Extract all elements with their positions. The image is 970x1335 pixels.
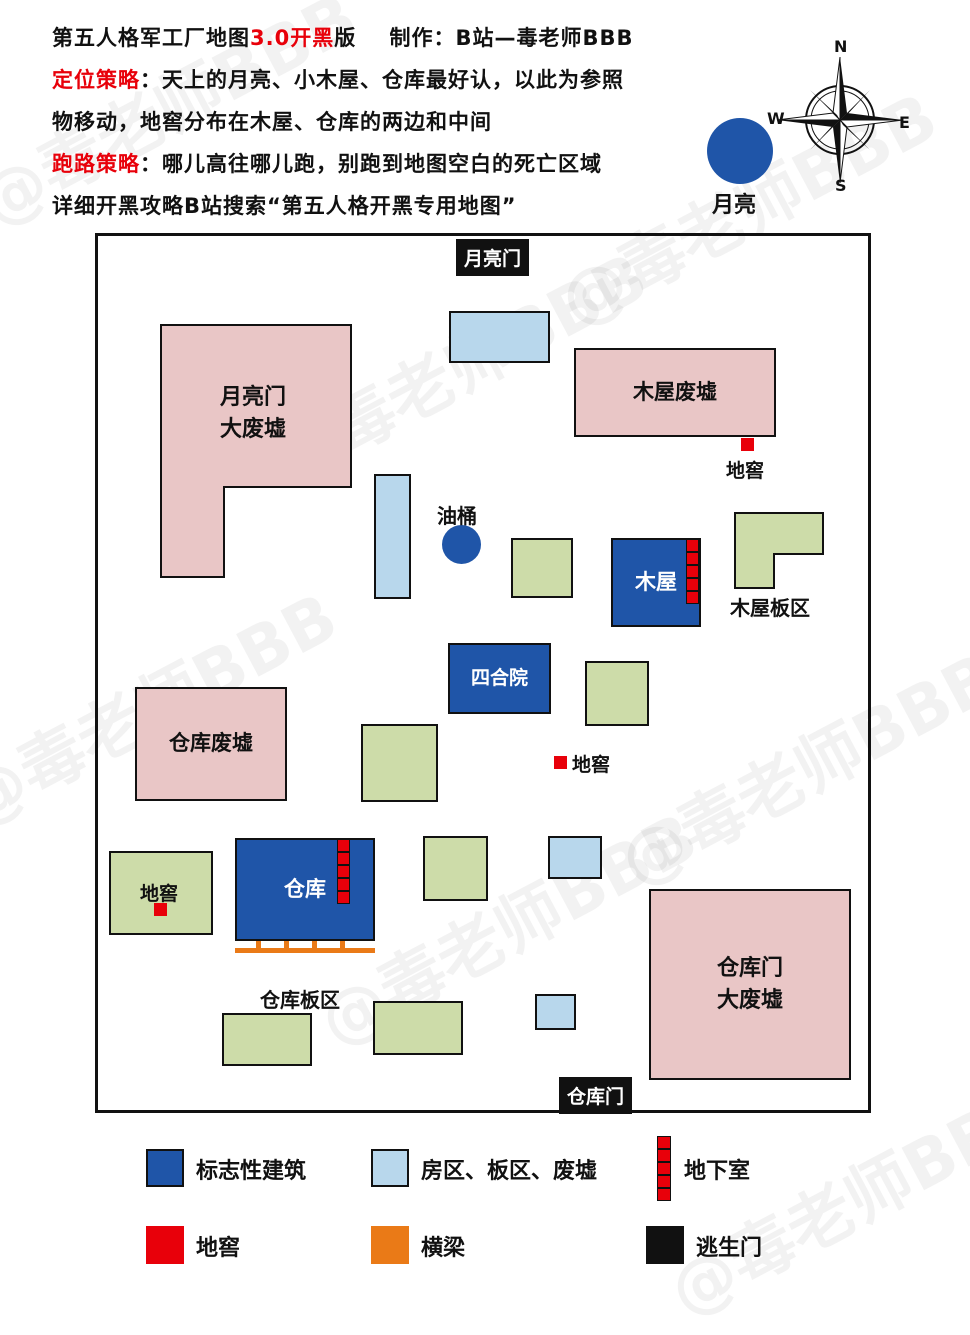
- moon-gate-ruins-shape: [160, 324, 352, 578]
- legend-beam-label: 横梁: [421, 1236, 466, 1261]
- zone-green-west: [109, 851, 213, 935]
- legend-landmark-label: 标志性建筑: [196, 1159, 307, 1184]
- legend-swatch-landmark: [146, 1149, 184, 1187]
- zone-tall-left: [374, 474, 411, 599]
- oil-drum-marker: [442, 525, 481, 564]
- cellar-north-label: 地窖: [726, 460, 765, 482]
- header-line-2: 定位策略：天上的月亮、小木屋、仓库最好认，以此为参照: [52, 64, 624, 94]
- zone-green-south-center: [423, 836, 488, 901]
- basement-wooden-house: [686, 539, 699, 604]
- running-strategy-label: 跑路策略: [52, 152, 140, 176]
- compass-w: W: [767, 109, 785, 128]
- wooden-house-ruins: 木屋废墟: [574, 348, 776, 437]
- title-text: 第五人格军工厂地图: [52, 26, 250, 50]
- moon-marker: [707, 118, 773, 184]
- title-suffix: 版: [334, 26, 357, 50]
- warehouse: 仓库: [235, 838, 375, 941]
- beam-leg: [284, 941, 289, 951]
- courtyard: 四合院: [448, 643, 551, 714]
- zone-green-south-west: [222, 1013, 312, 1066]
- header-line-4: 跑路策略：哪儿高往哪儿跑，别跑到地图空白的死亡区域: [52, 148, 602, 178]
- legend-swatch-cellar: [146, 1226, 184, 1264]
- warehouse-pallet-zone-label: 仓库板区: [260, 988, 340, 1012]
- legend-exit-gate-label: 逃生门: [696, 1236, 763, 1261]
- zone-top-center: [449, 311, 550, 363]
- zone-green-south: [373, 1001, 463, 1055]
- map-area: 月亮门 仓库门 月亮门 大废墟 木屋废墟 地窖 油桶 木屋 木屋板区 四合院 地…: [95, 233, 871, 1114]
- moon-gate-ruins-label: 月亮门 大废墟: [220, 385, 287, 442]
- beam-leg: [256, 941, 261, 951]
- compass-n: N: [834, 37, 848, 56]
- beam-warehouse: [235, 948, 375, 953]
- compass-icon: [776, 56, 904, 184]
- header-line-1: 第五人格军工厂地图3.0开黑版 制作：B站—毒老师BBB: [52, 22, 633, 52]
- gate-moon: 月亮门: [456, 239, 530, 276]
- cellar-center-label: 地窖: [572, 754, 611, 776]
- running-strategy-text: ：哪儿高往哪儿跑，别跑到地图空白的死亡区域: [140, 152, 602, 176]
- title-highlight: 3.0开黑: [250, 26, 335, 50]
- positioning-strategy-text: ：天上的月亮、小木屋、仓库最好认，以此为参照: [140, 68, 624, 92]
- beam-leg: [340, 941, 345, 951]
- warehouse-gate-ruins: 仓库门 大废墟: [649, 889, 851, 1080]
- compass-s: S: [835, 176, 847, 195]
- cellar-center: [554, 756, 567, 769]
- legend-swatch-basement: [657, 1136, 671, 1201]
- compass-rose: N S W E: [765, 37, 915, 195]
- cellar-north: [741, 438, 754, 451]
- zone-green-center-north: [511, 538, 573, 598]
- wooden-house-pallet-zone-label: 木屋板区: [730, 596, 810, 620]
- legend-cellar-label: 地窖: [196, 1236, 241, 1261]
- legend-swatch-beam: [371, 1226, 409, 1264]
- positioning-strategy-label: 定位策略: [52, 68, 140, 92]
- header-line-5: 详细开黑攻略B站搜索“第五人格开黑专用地图”: [52, 194, 517, 218]
- legend-zones-label: 房区、板区、废墟: [421, 1159, 598, 1184]
- cellar-west-label: 地窖: [140, 883, 179, 905]
- legend-basement-label: 地下室: [684, 1159, 751, 1184]
- warehouse-ruins: 仓库废墟: [135, 687, 287, 801]
- zone-green-center: [361, 724, 438, 802]
- basement-warehouse: [337, 839, 350, 904]
- beam-leg: [312, 941, 317, 951]
- legend-swatch-zones: [371, 1149, 409, 1187]
- header-line-3: 物移动，地窖分布在木屋、仓库的两边和中间: [52, 110, 492, 134]
- gate-warehouse: 仓库门: [559, 1077, 633, 1114]
- wooden-house-pallet-zone-shape: [734, 512, 824, 589]
- cellar-west: [154, 903, 167, 916]
- moon-label: 月亮: [712, 193, 757, 218]
- zone-green-east-mid: [585, 661, 649, 726]
- warehouse-gate-ruins-label: 仓库门 大废墟: [716, 955, 783, 1013]
- oil-drum-label: 油桶: [437, 504, 477, 528]
- zone-small-south: [535, 994, 576, 1030]
- zone-small-center: [548, 836, 602, 879]
- author-credit: 制作：B站—毒老师BBB: [389, 26, 634, 50]
- legend-swatch-exit-gate: [646, 1226, 684, 1264]
- compass-e: E: [899, 113, 910, 132]
